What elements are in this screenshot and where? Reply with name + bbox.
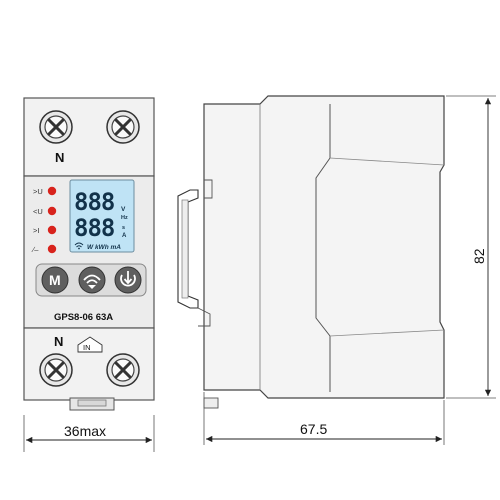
model-label: GPS8-06 63A bbox=[54, 312, 113, 323]
in-label: IN bbox=[83, 343, 91, 352]
width-dimension: 36max bbox=[23, 415, 155, 452]
top-terminal-left bbox=[39, 110, 73, 144]
top-terminal-label: N bbox=[55, 150, 64, 165]
lcd-display: 888 V 888 Hz s A W kWh mA bbox=[69, 179, 135, 253]
bottom-terminal-left bbox=[39, 353, 73, 387]
depth-dimension: 67.5 bbox=[203, 392, 445, 445]
lcd-row2-unit-a: A bbox=[122, 233, 127, 239]
side-body-outline bbox=[203, 95, 445, 399]
top-terminal-right bbox=[106, 110, 140, 144]
led-label-leakage: ∕– bbox=[31, 245, 39, 254]
led-label-undervoltage: <U bbox=[33, 207, 43, 216]
lcd-row1-digits: 888 bbox=[74, 188, 114, 216]
lcd-wifi-icon bbox=[74, 242, 84, 250]
power-down-icon bbox=[120, 271, 136, 287]
in-arrow-label: IN bbox=[77, 336, 103, 353]
side-terminal-contour bbox=[315, 104, 331, 392]
height-dimension-label: 82 bbox=[471, 248, 487, 264]
lcd-row2-unit-hz: Hz bbox=[121, 215, 128, 221]
wifi-button[interactable] bbox=[78, 266, 106, 294]
side-step-lines bbox=[329, 157, 445, 337]
m-button[interactable]: M bbox=[41, 266, 69, 294]
led-label-overvoltage: >U bbox=[33, 187, 43, 196]
m-button-label: M bbox=[49, 272, 61, 288]
lcd-bottom-units: W kWh mA bbox=[87, 244, 121, 251]
led-column: >U <U >I ∕– bbox=[31, 186, 57, 254]
depth-dimension-label: 67.5 bbox=[300, 421, 327, 437]
power-button[interactable] bbox=[114, 266, 142, 294]
led-leakage bbox=[47, 244, 57, 254]
lcd-row2-digits: 888 bbox=[74, 214, 114, 242]
led-label-overcurrent: >I bbox=[33, 226, 39, 235]
height-dimension: 82 bbox=[446, 95, 496, 399]
led-undervoltage bbox=[47, 206, 57, 216]
side-view bbox=[177, 95, 445, 409]
din-rail-clip bbox=[177, 189, 211, 327]
led-overvoltage bbox=[47, 186, 57, 196]
led-overcurrent bbox=[47, 225, 57, 235]
lcd-row1-unit: V bbox=[121, 206, 126, 213]
front-view: N >U <U >I ∕– 888 V 888 Hz s A bbox=[23, 97, 155, 411]
bottom-terminal-right bbox=[106, 353, 140, 387]
din-clip-slot bbox=[77, 399, 107, 407]
lcd-row2-unit-s: s bbox=[122, 225, 125, 231]
width-dimension-label: 36max bbox=[64, 423, 106, 439]
wifi-signal-icon bbox=[83, 274, 101, 289]
side-bottom-clip bbox=[203, 397, 219, 409]
side-top-notch bbox=[204, 179, 213, 199]
bottom-terminal-label: N bbox=[54, 334, 63, 349]
